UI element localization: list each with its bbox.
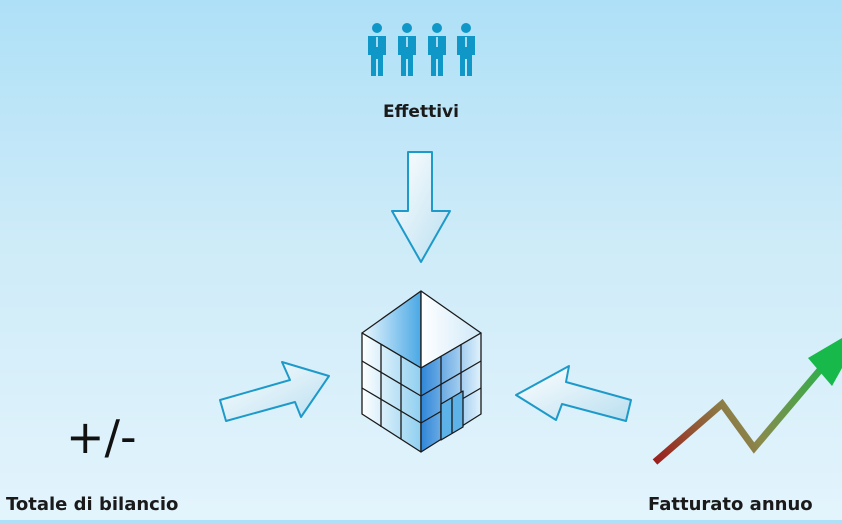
- plus-minus-symbol: +/-: [66, 410, 137, 464]
- growth-trend-icon: [652, 338, 842, 465]
- building-icon: [361, 290, 482, 453]
- arrow-right-icon: [219, 361, 330, 422]
- arrow-down-icon: [391, 151, 451, 263]
- balance-sheet-label: Totale di bilancio: [6, 494, 179, 515]
- people-icon: [368, 23, 475, 76]
- staff-label: Effettivi: [383, 102, 459, 122]
- arrow-left-icon: [515, 365, 632, 422]
- turnover-label: Fatturato annuo: [648, 494, 813, 515]
